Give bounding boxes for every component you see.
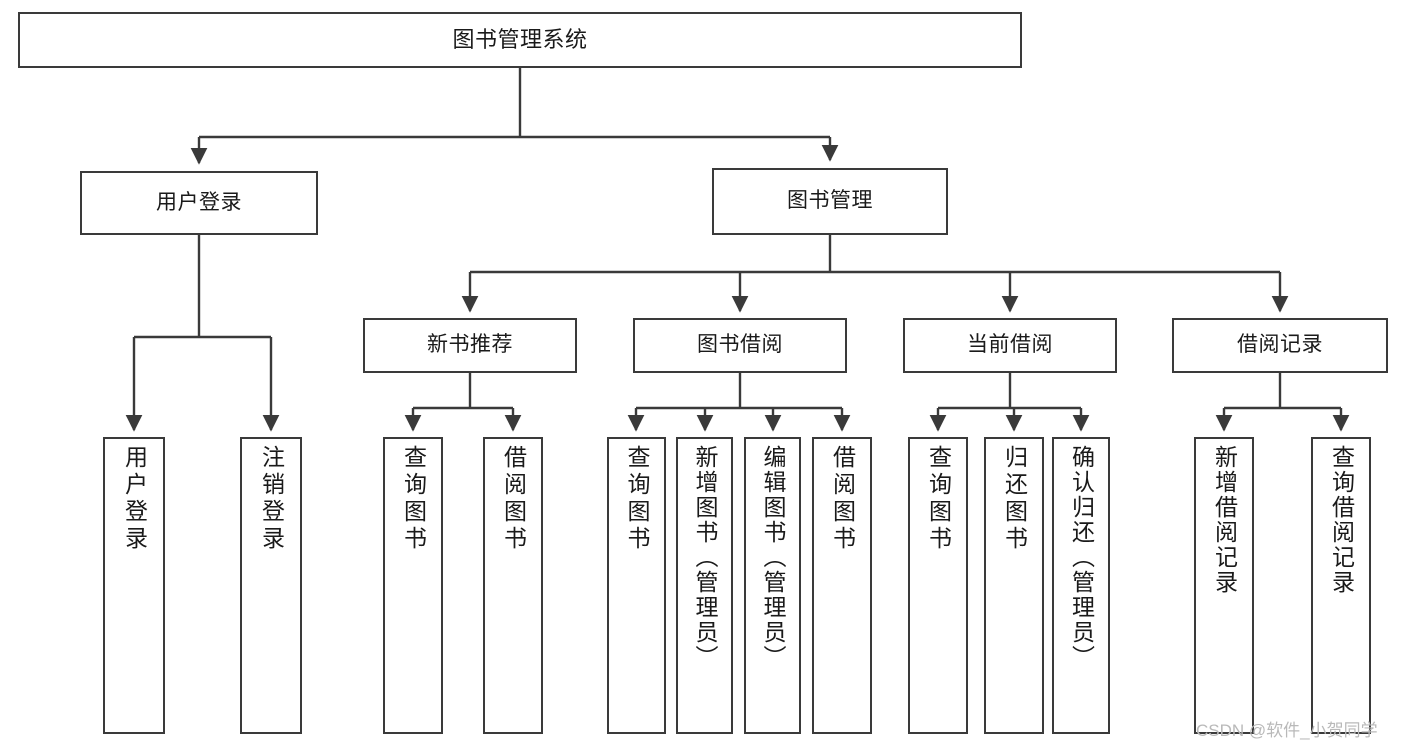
leaf-confirm-return-admin-label: 确认归还（管理员） (1068, 445, 1095, 670)
leaf-add-borrow-record-label: 新增借阅记录 (1211, 445, 1238, 595)
leaf-user-login[interactable]: 用户登录 (103, 437, 165, 734)
leaf-confirm-return-admin[interactable]: 确认归还（管理员） (1052, 437, 1110, 734)
csdn-watermark: CSDN @软件_小贺同学 (1196, 721, 1378, 740)
leaf-logout-label: 注销登录 (258, 445, 285, 553)
leaf-borrow-book-label: 借阅图书 (829, 445, 856, 553)
node-new-book-recommend[interactable]: 新书推荐 (363, 318, 577, 373)
leaf-logout[interactable]: 注销登录 (240, 437, 302, 734)
leaf-query-borrow-record-label: 查询借阅记录 (1328, 445, 1355, 595)
leaf-query-book-borrow-label: 查询图书 (624, 445, 650, 553)
node-book-borrow-label: 图书借阅 (697, 333, 783, 357)
leaf-return-book[interactable]: 归还图书 (984, 437, 1044, 734)
node-current-borrow-label: 当前借阅 (967, 333, 1053, 357)
leaf-query-book-current-label: 查询图书 (925, 445, 952, 553)
leaf-borrow-book-recommend-label: 借阅图书 (500, 445, 527, 553)
leaf-query-book-recommend[interactable]: 查询图书 (383, 437, 443, 734)
leaf-add-book-admin[interactable]: 新增图书（管理员） (676, 437, 733, 734)
leaf-edit-book-admin[interactable]: 编辑图书（管理员） (744, 437, 801, 734)
node-borrow-records[interactable]: 借阅记录 (1172, 318, 1388, 373)
node-book-management-label: 图书管理 (787, 189, 873, 213)
leaf-edit-book-admin-label: 编辑图书（管理员） (760, 445, 786, 670)
leaf-add-book-admin-label: 新增图书（管理员） (692, 445, 718, 670)
node-root-label: 图书管理系统 (452, 27, 588, 53)
leaf-query-book-borrow[interactable]: 查询图书 (607, 437, 666, 734)
node-new-book-recommend-label: 新书推荐 (427, 333, 513, 357)
leaf-query-borrow-record[interactable]: 查询借阅记录 (1311, 437, 1371, 734)
leaf-user-login-label: 用户登录 (121, 445, 148, 553)
leaf-query-book-recommend-label: 查询图书 (400, 445, 427, 553)
node-user-login-label: 用户登录 (156, 190, 242, 214)
leaf-borrow-book[interactable]: 借阅图书 (812, 437, 872, 734)
leaf-query-book-current[interactable]: 查询图书 (908, 437, 968, 734)
node-root[interactable]: 图书管理系统 (18, 12, 1022, 68)
leaf-return-book-label: 归还图书 (1001, 445, 1028, 553)
leaf-add-borrow-record[interactable]: 新增借阅记录 (1194, 437, 1254, 734)
node-borrow-records-label: 借阅记录 (1237, 333, 1323, 357)
node-user-login[interactable]: 用户登录 (80, 171, 318, 235)
node-book-borrow[interactable]: 图书借阅 (633, 318, 847, 373)
node-current-borrow[interactable]: 当前借阅 (903, 318, 1117, 373)
node-book-management[interactable]: 图书管理 (712, 168, 948, 235)
leaf-borrow-book-recommend[interactable]: 借阅图书 (483, 437, 543, 734)
